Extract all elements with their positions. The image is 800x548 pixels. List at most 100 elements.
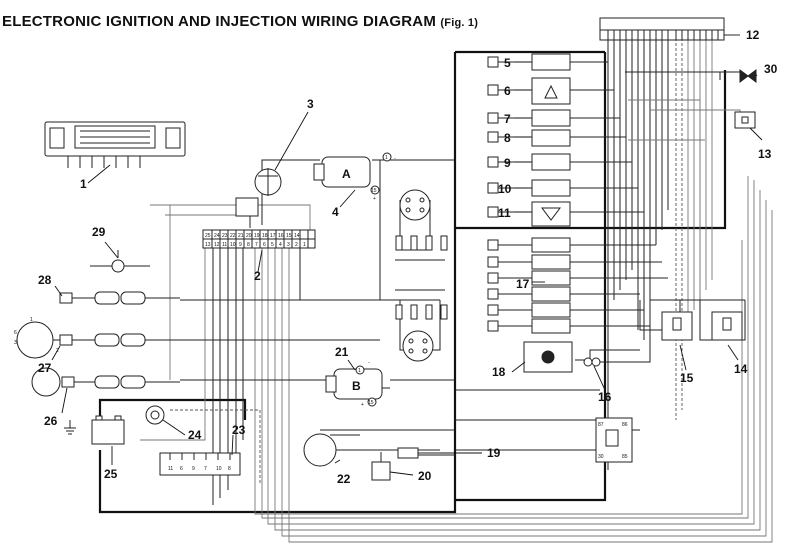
coil-a-term-1: 1 [385,155,388,161]
component-20 [371,452,391,481]
conn2-top-pin: 20 [246,233,252,239]
callout-29: 29 [92,225,106,239]
leader-lines [51,34,763,476]
coil-b-term-1: 1 [358,368,361,374]
conn2-top-pin: 14 [294,233,300,239]
conn23-pin: 9 [192,466,195,472]
conn2-top-pin: 21 [238,233,244,239]
conn2-bottom-pin: 3 [287,242,290,248]
ignition-coil-a [313,152,392,195]
thick-wire-mid [455,70,727,230]
callout-27: 27 [38,361,52,375]
conn2-top-pin: 15 [286,233,292,239]
coil-a-letter: A [342,167,351,181]
conn23-pin: 11 [168,466,173,472]
conn2-bottom-pin: 12 [214,242,220,248]
callout-1: 1 [80,177,87,191]
wiring-harness [98,38,773,543]
main-relay [595,417,633,463]
diagram-figure-ref: (Fig. 1) [440,17,479,29]
callout-14: 14 [734,362,748,376]
component-18 [523,341,573,373]
callout-3: 3 [307,97,314,111]
sensor-13 [734,111,756,129]
sensor27-pin: 2 [56,348,59,354]
callout-8: 8 [504,131,511,145]
conn2-bottom-pin: 11 [222,242,227,248]
callout-16: 16 [598,390,612,404]
callout-2: 2 [254,269,261,283]
conn2-bottom-pin: 5 [271,242,274,248]
callout-15: 15 [680,371,694,385]
distributor [235,168,282,217]
connector-12 [599,17,725,41]
conn2-bottom-pin: 4 [279,242,282,248]
callout-10: 10 [498,182,512,196]
coil-a-term-minus: - [394,156,396,162]
sensor27-pin: 3 [14,340,17,346]
conn2-bottom-pin: 6 [263,242,266,248]
ecu-control-unit [44,121,186,168]
sensor-26 [31,367,180,435]
callout-28: 28 [38,273,52,287]
sensor-28 [59,291,180,305]
spark-plugs-lower [395,304,448,362]
conn2-bottom-pin: 9 [239,242,242,248]
sensor-block-upper [487,53,571,227]
callout-21: 21 [335,345,349,359]
component-19 [397,447,440,459]
sensor-29 [90,250,150,273]
component-24 [145,405,165,425]
relay-pin: 30 [598,454,604,460]
coil-b-term-15: 15 [368,400,374,406]
battery [91,415,125,445]
conn2-bottom-pin: 13 [205,242,211,248]
connector-23 [159,452,241,476]
conn2-top-pin: 25 [205,233,211,239]
conn2-top-pin: 23 [222,233,228,239]
relay-pin: 87 [598,422,604,428]
conn2-top-pin: 19 [254,233,260,239]
spark-plugs-upper [395,189,448,251]
callout-9: 9 [504,156,511,170]
relay-15 [661,311,693,341]
conn2-bottom-pin: 1 [303,242,306,248]
conn2-top-pin: 16 [278,233,284,239]
connector-2 [202,229,316,249]
conn23-pin: 6 [180,466,183,472]
sensor27-pin: 6 [14,330,17,336]
callout-12: 12 [746,28,760,42]
conn23-pin: 10 [216,466,222,472]
injector-block-17 [487,237,571,334]
diagram-title: ELECTRONIC IGNITION AND INJECTION WIRING… [2,13,478,30]
fuel-pump-22 [303,433,360,467]
component-16 [583,357,601,367]
callout-23: 23 [232,423,246,437]
callout-labels: 1 2 3 4 5 6 7 8 9 10 11 12 13 14 15 16 1… [14,28,778,486]
callout-17: 17 [516,277,530,291]
sensor-27 [16,321,180,359]
conn2-bottom-pin: 10 [230,242,236,248]
coil-b-letter: B [352,379,361,393]
conn2-top-pin: 17 [270,233,276,239]
conn2-top-pin: 24 [214,233,220,239]
relay-14 [711,311,743,341]
callout-5: 5 [504,56,511,70]
callout-6: 6 [504,84,511,98]
sensor-30 [739,69,757,83]
callout-20: 20 [418,469,432,483]
ignition-coil-b [325,365,383,407]
conn23-pin: 8 [228,466,231,472]
callout-11: 11 [498,206,511,220]
callout-4: 4 [332,205,339,219]
coil-b-term-plus: + [361,402,364,408]
coil-a-term-plus: + [373,196,376,202]
coil-b-term-minus: - [368,360,370,366]
thick-wire-main-loop [98,52,457,514]
relay-pin: 86 [622,422,628,428]
conn2-bottom-pin: 8 [247,242,250,248]
callout-22: 22 [337,472,351,486]
diagram-title-main: ELECTRONIC IGNITION AND INJECTION WIRING… [2,13,437,30]
